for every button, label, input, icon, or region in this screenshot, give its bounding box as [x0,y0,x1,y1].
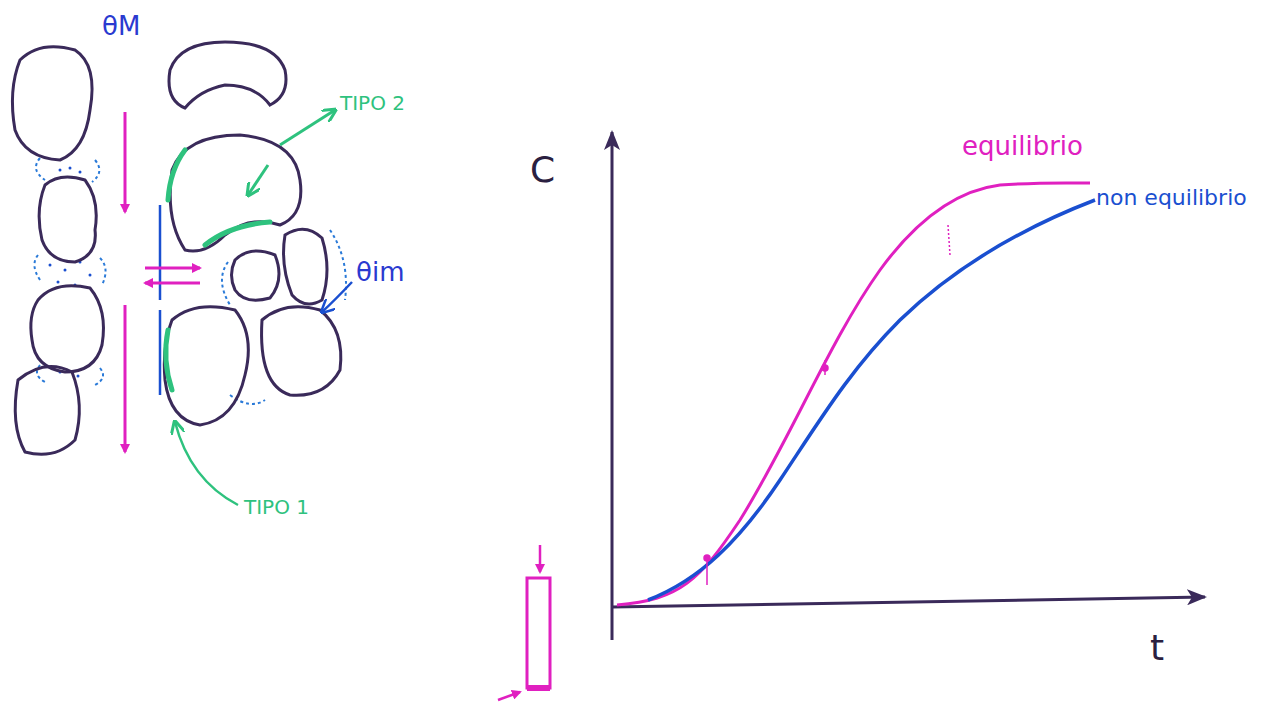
type-label: TIPO 1 [244,496,309,518]
mobile-water-label: θM [102,12,140,41]
axis-label: t [1150,628,1164,668]
curve-label: non equilibrio [1096,186,1266,210]
immobile-water-label: θim [356,258,404,287]
axis-label: C [530,150,555,190]
curve-label: equilibrio [962,132,1083,161]
type-label: TIPO 2 [340,92,405,114]
